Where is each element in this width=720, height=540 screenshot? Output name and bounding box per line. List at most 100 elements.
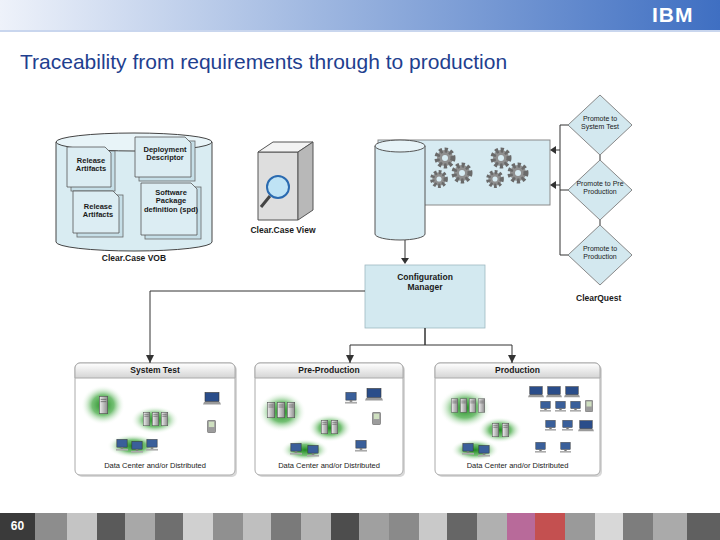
diamond-shape bbox=[568, 95, 632, 155]
workstation-icon bbox=[478, 445, 490, 456]
photo bbox=[35, 513, 67, 540]
decision-diamond: Promote to System Test bbox=[568, 95, 632, 155]
photo bbox=[595, 513, 623, 540]
workstation-icon bbox=[562, 420, 573, 430]
workstation-icon bbox=[131, 441, 143, 452]
workstation-icon bbox=[307, 445, 319, 456]
photo bbox=[687, 513, 720, 540]
server-icon bbox=[277, 402, 284, 417]
photo bbox=[271, 513, 301, 540]
photo bbox=[623, 513, 653, 540]
decision-diamond: Promote to Pre Production bbox=[568, 160, 632, 220]
photo bbox=[243, 513, 271, 540]
artifact-document: Release Artifacts bbox=[73, 191, 123, 237]
node-label: Software Package definition (spd) bbox=[143, 189, 199, 214]
gear bbox=[488, 172, 502, 186]
page-number-box bbox=[0, 513, 35, 540]
connector bbox=[350, 328, 425, 363]
node-label: Clear.Case VOB bbox=[55, 254, 213, 264]
server-icon bbox=[460, 399, 466, 412]
workstation-icon bbox=[355, 440, 367, 451]
server-icon bbox=[99, 396, 107, 413]
server-icon bbox=[492, 423, 498, 436]
laptop-icon bbox=[564, 387, 580, 398]
workstation-icon bbox=[290, 443, 302, 454]
photo bbox=[535, 513, 565, 540]
network-cloud bbox=[308, 414, 352, 442]
laptop-icon bbox=[546, 387, 562, 398]
header-rule bbox=[0, 30, 720, 32]
photo bbox=[155, 513, 183, 540]
server-icon bbox=[152, 412, 158, 425]
node-label: Promote to System Test bbox=[578, 115, 622, 131]
photo bbox=[331, 513, 359, 540]
decision-diamond: Promote to Production bbox=[568, 225, 632, 285]
server-icon bbox=[161, 412, 167, 425]
box-fill bbox=[75, 363, 235, 475]
promote-line bbox=[560, 125, 568, 126]
workstation-icon bbox=[345, 392, 357, 403]
photo bbox=[183, 513, 213, 540]
box-fill bbox=[255, 363, 403, 475]
network-cloud bbox=[478, 417, 522, 443]
workstation-icon bbox=[540, 401, 551, 411]
connector bbox=[425, 328, 512, 363]
photo bbox=[125, 513, 155, 540]
network-cloud bbox=[258, 392, 306, 432]
photo bbox=[389, 513, 419, 540]
server-icon bbox=[502, 423, 508, 436]
node-label: Promote to Production bbox=[578, 245, 622, 261]
network-cloud bbox=[451, 439, 499, 461]
gear bbox=[437, 150, 453, 166]
artifact-document: Software Package definition (spd) bbox=[141, 183, 201, 239]
server-icon bbox=[287, 402, 294, 417]
server-side bbox=[298, 142, 313, 220]
connector bbox=[150, 291, 365, 363]
diamond-shape bbox=[568, 160, 632, 220]
photo bbox=[301, 513, 331, 540]
node-footer: Data Center and/or Distributed bbox=[255, 462, 403, 470]
handheld-icon bbox=[207, 420, 215, 432]
server-icon bbox=[331, 420, 337, 433]
node-label: Promote to Pre Production bbox=[576, 180, 624, 196]
box-fill bbox=[435, 363, 600, 475]
gear bbox=[432, 172, 446, 186]
server-icon bbox=[451, 399, 457, 412]
node-label: Deployment Descriptor bbox=[137, 146, 193, 163]
photo bbox=[507, 513, 535, 540]
network-cloud bbox=[107, 434, 159, 458]
laptop-icon bbox=[203, 393, 221, 405]
connector bbox=[600, 220, 601, 225]
workstation-icon bbox=[462, 443, 474, 454]
photo bbox=[213, 513, 243, 540]
photo bbox=[97, 513, 125, 540]
arrow-head bbox=[401, 258, 409, 264]
tool-label: ClearQuest bbox=[576, 293, 621, 303]
arrow-head bbox=[550, 181, 556, 189]
node-label: System Test bbox=[75, 366, 235, 376]
workstation-icon bbox=[570, 401, 581, 411]
promote-line bbox=[560, 255, 568, 256]
node-label: Release Artifacts bbox=[69, 157, 113, 174]
server-icon bbox=[143, 412, 149, 425]
page-number: 60 bbox=[0, 519, 35, 533]
company-logo: IBM bbox=[652, 3, 694, 27]
header-band bbox=[0, 0, 720, 30]
artifact-document: Release Artifacts bbox=[67, 147, 115, 191]
photo bbox=[67, 513, 97, 540]
gear bbox=[510, 165, 526, 181]
node-label: Clear.Case View bbox=[233, 226, 333, 236]
server-front bbox=[258, 152, 298, 220]
node-label: Production bbox=[435, 366, 600, 376]
node-label: Pre-Production bbox=[255, 366, 403, 376]
arrow-head bbox=[550, 146, 556, 154]
photo bbox=[419, 513, 447, 540]
box-header bbox=[255, 363, 403, 378]
process-box: Configuration Manager bbox=[365, 265, 485, 328]
node-footer: Data Center and/or Distributed bbox=[75, 462, 235, 470]
repository-cylinder-top bbox=[375, 140, 425, 152]
gear bbox=[493, 150, 509, 166]
magnifier-lens bbox=[267, 176, 289, 198]
server-icon bbox=[267, 402, 274, 417]
box-header bbox=[435, 363, 600, 378]
